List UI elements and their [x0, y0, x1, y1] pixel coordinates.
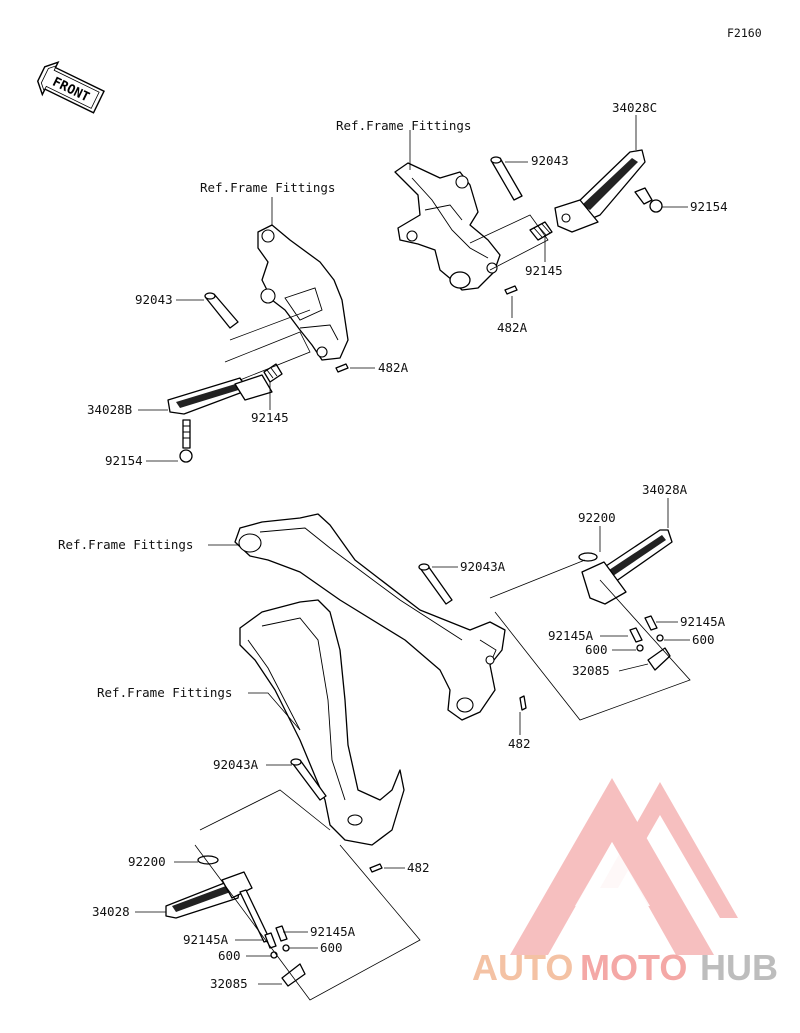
label-482a-left: 482A	[378, 360, 409, 375]
rear-left-springs-92145a	[264, 925, 290, 959]
label-92043a-left: 92043A	[213, 757, 259, 772]
label-482-right: 482	[508, 736, 531, 751]
label-92043-left: 92043	[135, 292, 173, 307]
label-600-left-1: 600	[320, 940, 343, 955]
front-arrow-badge: FRONT	[36, 60, 105, 114]
label-92154-left: 92154	[105, 453, 143, 468]
rear-right-footpeg-34028a	[581, 529, 673, 605]
upper-left-cotter-482a	[335, 363, 349, 373]
upper-left-bracket	[257, 224, 349, 361]
rear-left-plate-32085	[281, 963, 306, 987]
label-92043a-right: 92043A	[460, 559, 506, 574]
upper-right-pivot-bolt-92154	[634, 187, 663, 213]
figure-code: F2160	[727, 26, 762, 40]
label-34028a: 34028A	[642, 482, 688, 497]
label-92154-upper: 92154	[690, 199, 728, 214]
upper-left-spring-92145	[263, 363, 283, 383]
rear-right-plate-32085	[647, 647, 671, 671]
label-34028b: 34028B	[87, 402, 132, 417]
rear-left-washer-92200	[197, 855, 219, 865]
label-ref-frame-fittings-3: Ref.Frame Fittings	[58, 537, 193, 552]
rear-right-cotter-482	[519, 695, 527, 711]
label-ref-frame-fittings-2: Ref.Frame Fittings	[200, 180, 335, 195]
rear-left-cotter-482	[369, 863, 383, 873]
rear-right-pin-92043a	[418, 563, 453, 605]
label-ref-frame-fittings-1: Ref.Frame Fittings	[336, 118, 471, 133]
label-92145-left: 92145	[251, 410, 289, 425]
rear-right-washer-92200	[578, 552, 598, 562]
label-92145a-left-2: 92145A	[183, 932, 229, 947]
rear-left-footpeg-34028	[165, 871, 271, 943]
upper-right-bracket	[394, 162, 501, 291]
upper-left-footpeg-34028b	[167, 374, 273, 415]
label-92145a-left-1: 92145A	[310, 924, 356, 939]
watermark-auto: AUTO	[472, 947, 573, 988]
watermark-hub: HUB	[700, 947, 778, 988]
watermark-text: AUTO MOTO HUB	[472, 947, 778, 988]
label-92043-upper: 92043	[531, 153, 569, 168]
rear-right-springs-92145a	[629, 615, 664, 652]
label-92200-left: 92200	[128, 854, 166, 869]
label-32085-left: 32085	[210, 976, 248, 991]
label-600-right-1: 600	[692, 632, 715, 647]
label-34028: 34028	[92, 904, 130, 919]
label-92200-right: 92200	[578, 510, 616, 525]
rear-left-pin-92043a	[290, 758, 327, 801]
label-482a-upper: 482A	[497, 320, 528, 335]
watermark-moto: MOTO	[580, 947, 687, 988]
label-600-left-2: 600	[218, 948, 241, 963]
upper-right-spring-92145	[529, 221, 553, 241]
label-600-right-2: 600	[585, 642, 608, 657]
watermark-logo	[510, 778, 738, 955]
upper-left-pin-92043	[204, 292, 239, 329]
label-ref-frame-fittings-4: Ref.Frame Fittings	[97, 685, 232, 700]
upper-right-pin-92043	[490, 156, 523, 201]
label-482-left: 482	[407, 860, 430, 875]
upper-left-pivot-bolt-92154	[179, 419, 193, 463]
rear-right-bracket	[234, 513, 506, 721]
label-92145a-right-1: 92145A	[680, 614, 726, 629]
upper-right-cotter-482a	[504, 285, 518, 295]
label-32085-right: 32085	[572, 663, 610, 678]
label-92145a-right-2: 92145A	[548, 628, 594, 643]
label-92145-upper: 92145	[525, 263, 563, 278]
upper-right-footpeg-34028c	[554, 149, 646, 233]
rear-left-bracket	[239, 599, 405, 846]
label-34028c: 34028C	[612, 100, 657, 115]
